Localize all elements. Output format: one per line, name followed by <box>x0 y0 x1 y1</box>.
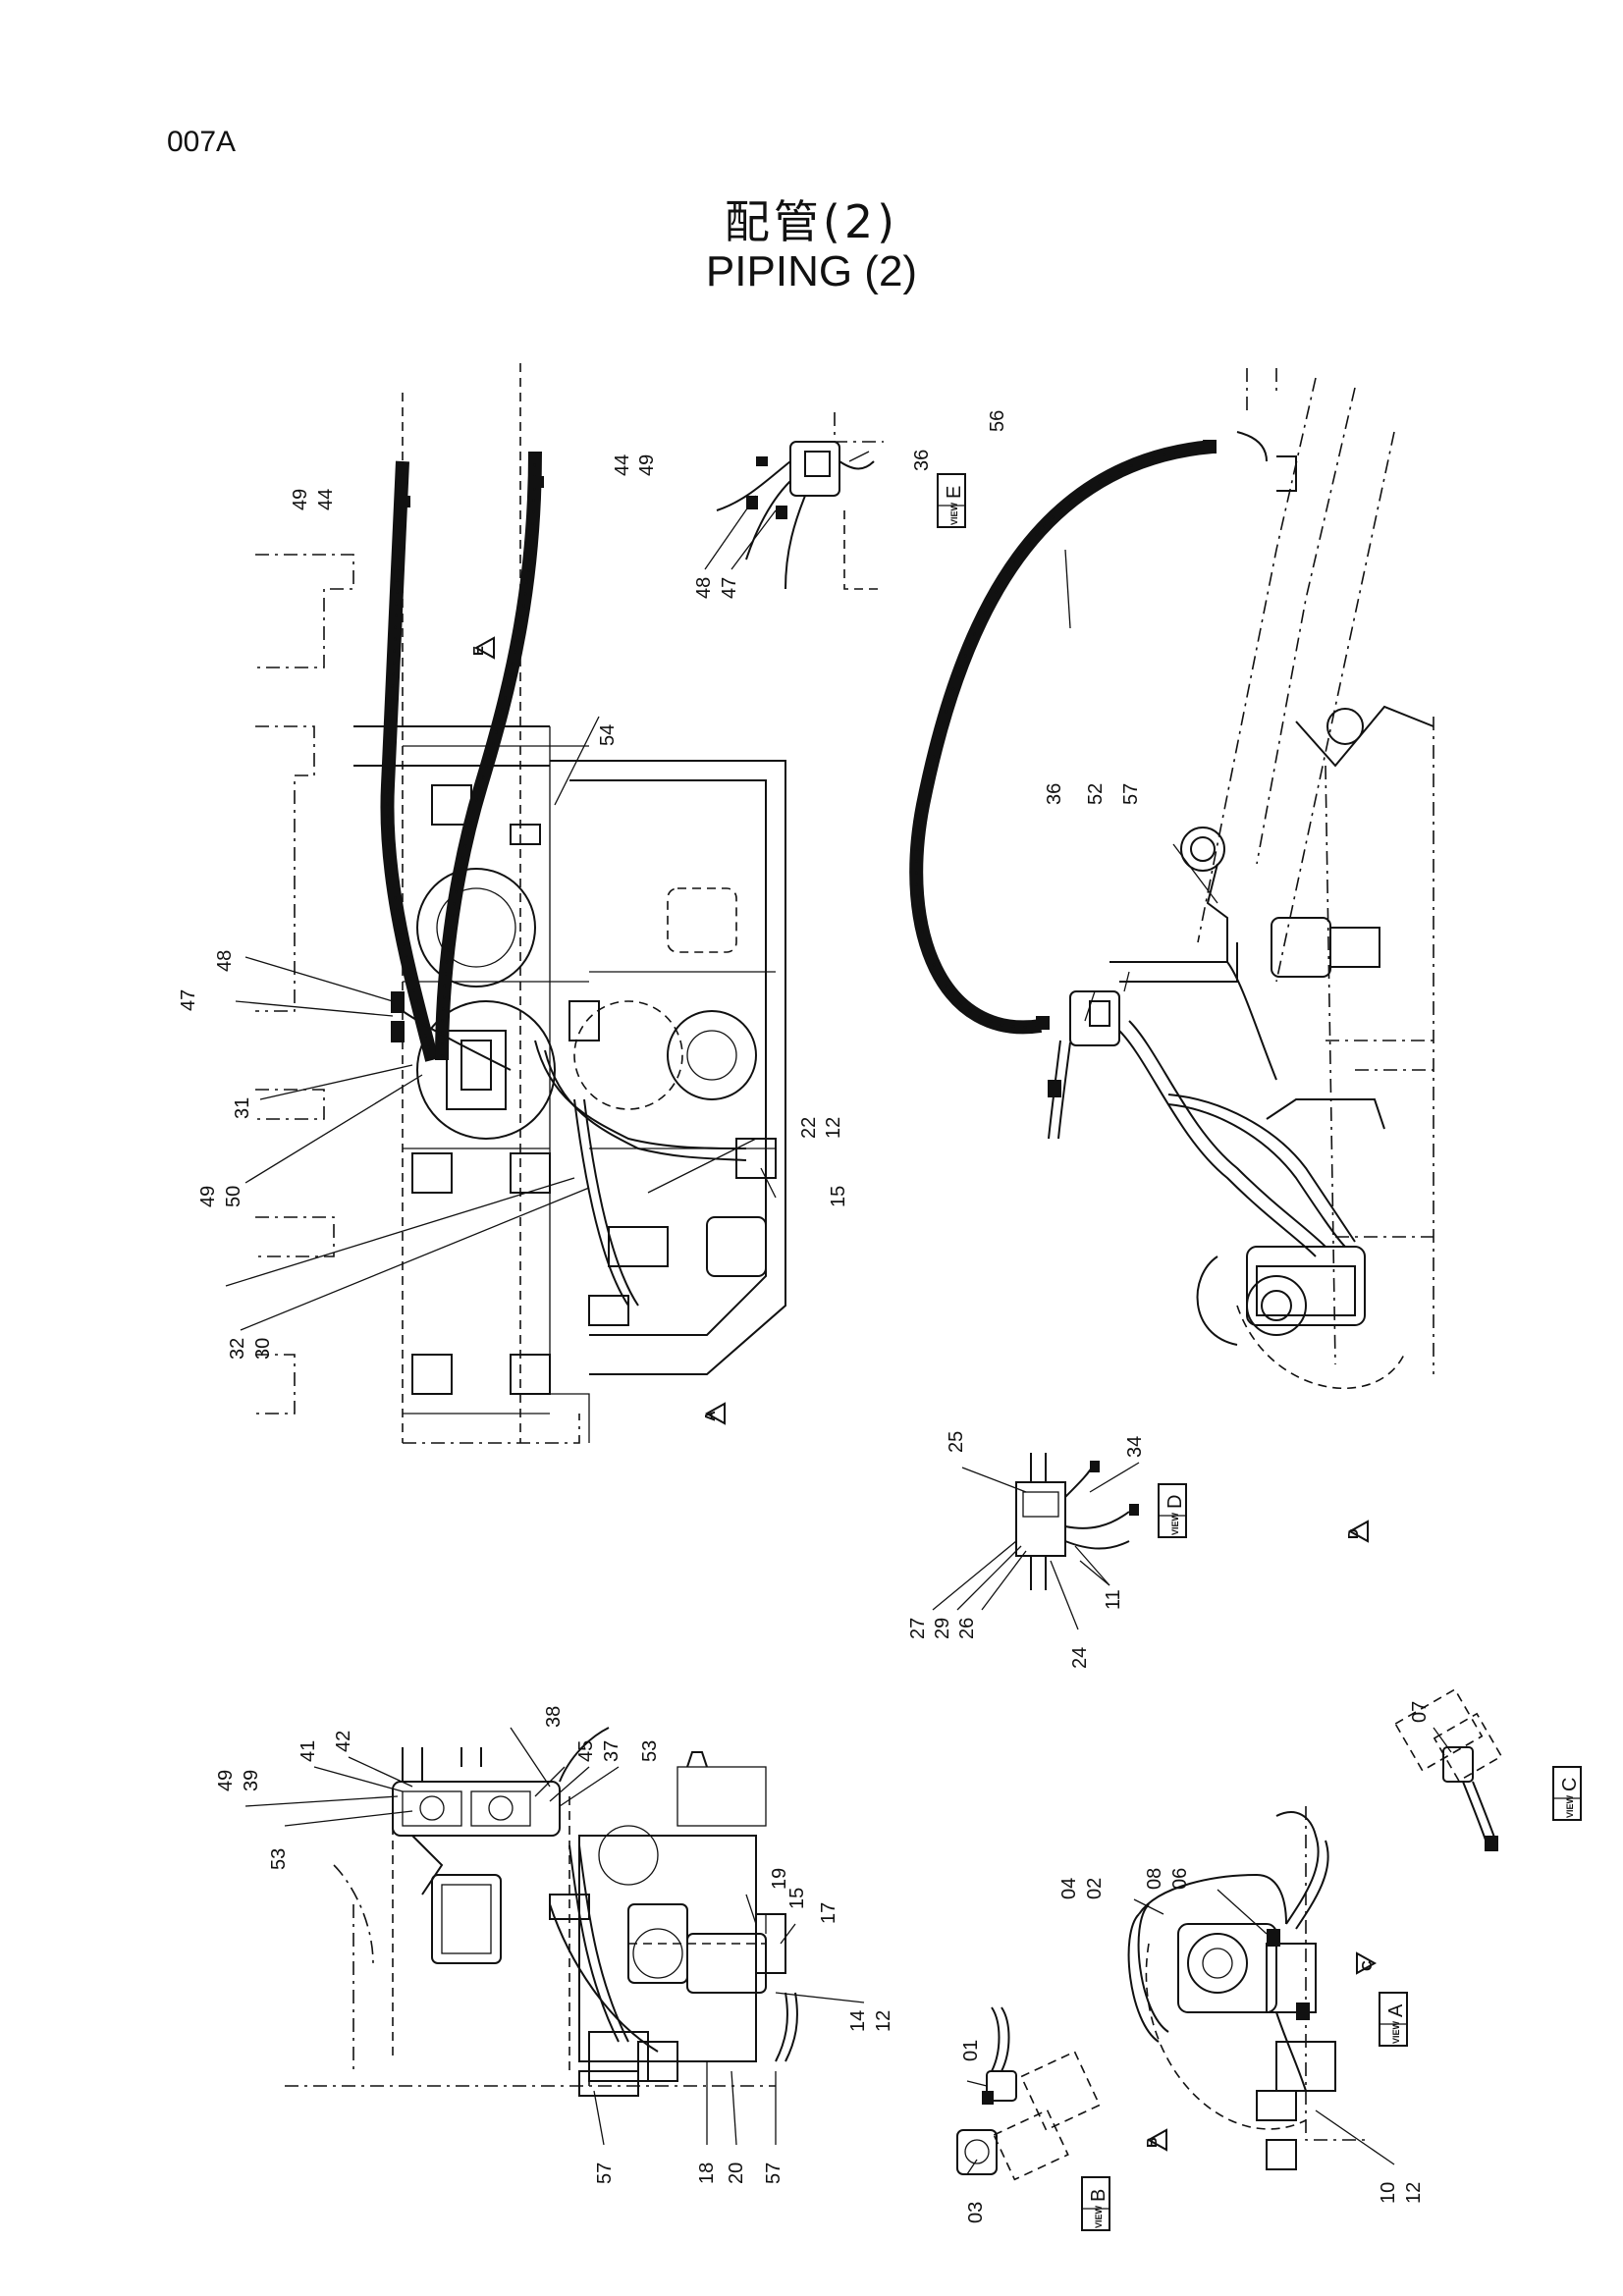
view-d-tag: D VIEW <box>1158 1483 1187 1538</box>
view-tag-text: VIEW <box>949 502 959 525</box>
part-number: 03 <box>965 2202 987 2223</box>
part-number: 25 <box>946 1431 967 1453</box>
view-label: B <box>1088 2189 1109 2202</box>
view-b-tag: B VIEW <box>1081 2176 1110 2231</box>
part-number: 14 <box>847 2010 869 2032</box>
view-e-detail <box>704 412 884 590</box>
part-number: 22 <box>798 1117 820 1139</box>
view-marker: C <box>1359 1960 1376 1971</box>
part-number: 56 <box>987 410 1008 432</box>
view-label: C <box>1559 1778 1581 1791</box>
view-tag-text: VIEW <box>1094 2205 1104 2228</box>
title-japanese: 配管(2) <box>724 195 899 248</box>
part-number: 49 <box>215 1770 237 1791</box>
part-number: 19 <box>769 1868 790 1890</box>
part-number: 36 <box>1044 783 1065 805</box>
part-number: 52 <box>1085 783 1107 805</box>
view-c-detail <box>1394 1688 1503 1851</box>
view-d-detail <box>932 1453 1140 1630</box>
view-tag-text: VIEW <box>1391 2020 1401 2044</box>
part-number: 44 <box>315 489 337 510</box>
part-number: 39 <box>241 1770 262 1791</box>
part-number: 41 <box>298 1740 319 1762</box>
view-marker: E <box>470 646 487 656</box>
view-label: E <box>944 486 965 499</box>
part-number: 17 <box>818 1902 839 1924</box>
part-number: 15 <box>828 1186 849 1207</box>
view-label: A <box>1385 2003 1407 2017</box>
part-number: 31 <box>232 1097 253 1119</box>
part-number: 49 <box>290 489 311 510</box>
part-number: 12 <box>823 1117 844 1139</box>
view-marker: B <box>1144 2137 1161 2148</box>
part-number: 50 <box>223 1186 244 1207</box>
part-number: 47 <box>719 577 740 599</box>
part-number: 26 <box>956 1618 978 1639</box>
part-number: 44 <box>612 454 633 476</box>
part-number: 49 <box>636 454 658 476</box>
part-number: 08 <box>1144 1868 1165 1890</box>
side-view <box>909 368 1434 1543</box>
part-number: 57 <box>594 2163 616 2184</box>
main-view <box>225 363 786 1444</box>
part-number: 48 <box>693 577 715 599</box>
part-number: 49 <box>197 1186 219 1207</box>
part-number: 20 <box>726 2163 747 2184</box>
part-number: 53 <box>268 1848 290 1870</box>
part-number: 29 <box>932 1618 953 1639</box>
part-number: 18 <box>696 2163 718 2184</box>
part-number: 42 <box>333 1731 354 1752</box>
part-number: 10 <box>1378 2182 1399 2204</box>
view-marker: A <box>702 1411 719 1421</box>
view-e-tag: E VIEW <box>937 473 966 528</box>
part-number: 57 <box>763 2163 784 2184</box>
part-number: 11 <box>1103 1589 1124 1610</box>
part-number: 30 <box>252 1338 274 1360</box>
part-number: 02 <box>1084 1878 1106 1899</box>
part-number: 38 <box>543 1706 565 1728</box>
view-a-detail <box>1127 1806 1395 2170</box>
part-number: 04 <box>1058 1878 1080 1899</box>
part-number: 01 <box>960 2040 982 2061</box>
part-number: 07 <box>1409 1701 1431 1723</box>
view-direction-markers: E A D C B <box>470 646 1376 2148</box>
view-tag-text: VIEW <box>1565 1794 1575 1818</box>
title-english: PIPING (2) <box>705 247 918 295</box>
page-code: 007A <box>167 126 237 158</box>
part-number: 45 <box>575 1740 597 1762</box>
lower-left-view <box>244 1727 865 2146</box>
part-number: 57 <box>1120 783 1142 805</box>
part-number: 47 <box>178 989 199 1011</box>
view-label: D <box>1164 1495 1186 1509</box>
main-part-numbers: 49 44 44 49 54 48 47 31 49 50 22 12 15 3… <box>178 454 849 1360</box>
part-number: 15 <box>786 1888 808 1909</box>
part-number: 48 <box>214 950 236 972</box>
part-number: 34 <box>1124 1436 1146 1458</box>
part-number: 27 <box>907 1618 929 1639</box>
view-marker: D <box>1345 1528 1362 1539</box>
part-number: 53 <box>639 1740 661 1762</box>
view-a-tag: A VIEW <box>1379 1992 1408 2047</box>
view-c-tag: C VIEW <box>1552 1766 1582 1821</box>
part-number: 32 <box>227 1338 248 1360</box>
part-number: 37 <box>601 1740 622 1762</box>
part-number: 06 <box>1169 1868 1191 1890</box>
part-number: 54 <box>597 724 619 746</box>
part-number: 12 <box>873 2010 894 2032</box>
part-number: 24 <box>1069 1647 1091 1669</box>
view-b-detail <box>956 2006 1101 2181</box>
part-number: 12 <box>1403 2182 1425 2204</box>
view-tag-text: VIEW <box>1170 1512 1180 1535</box>
part-number: 36 <box>911 450 933 471</box>
